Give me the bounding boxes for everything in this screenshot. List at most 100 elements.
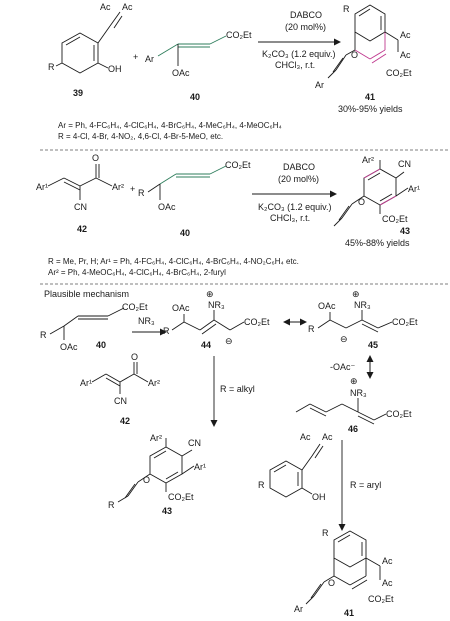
atom-o: O [131, 352, 138, 362]
atom-co2et: CO₂Et [168, 492, 194, 502]
compound-label-43: 43 [400, 226, 410, 236]
charge-plus: ⊕ [350, 376, 358, 386]
atom-co2et: CO₂Et [386, 68, 412, 78]
atom-cn: CN [398, 159, 411, 169]
substituent-ar2-line: Ar² = Ph, 4-MeOC₆H₄, 4-ClC₆H₄, 4-BrC₆H₄,… [48, 268, 226, 277]
conditions-solvent: CHCl₃, r.t. [275, 60, 315, 70]
atom-r: R [343, 4, 350, 14]
atom-o: O [92, 153, 99, 163]
compound-39: Ac Ac R OH 39 [48, 2, 133, 98]
atom-ar1: Ar¹ [36, 182, 48, 192]
compound-label-45: 45 [368, 340, 378, 350]
mech-compound-39: Ac Ac R OH [258, 432, 333, 502]
mech-compound-45: R OAc ⊕ NR₃ CO₂Et ⊖ 45 [308, 289, 418, 350]
atom-ar: Ar [145, 54, 154, 64]
yield-range: 30%-95% yields [338, 104, 403, 114]
atom-oac: OAc [158, 202, 176, 212]
compound-label-42: 42 [77, 224, 87, 234]
mechanism: Plausible mechanism R OAc CO₂Et 40 NR₃ [40, 289, 418, 618]
substituent-r-line: R = Me, Pr, H; Ar¹ = Ph, 4-FC₆H₄, 4-ClC₆… [48, 257, 299, 266]
branch-alkyl: R = alkyl [220, 384, 255, 394]
mech-compound-40: R OAc CO₂Et 40 [40, 302, 148, 352]
substituent-r-line: R = 4-Cl, 4-Br, 4-NO₂, 4,6-Cl, 4-Br-5-Me… [58, 132, 223, 141]
product-43: Ar² CN Ar¹ O CO₂Et 43 45%-88% yields [333, 155, 420, 248]
reagent-dabco: DABCO [283, 162, 315, 172]
compound-label-39: 39 [73, 88, 83, 98]
atom-oac: OAc [60, 342, 78, 352]
atom-co2et: CO₂Et [386, 409, 412, 419]
mechanism-title: Plausible mechanism [44, 289, 129, 299]
atom-nr3: NR₃ [350, 388, 367, 398]
atom-ar2: Ar² [112, 182, 124, 192]
atom-ar2: Ar² [148, 378, 160, 388]
compound-label-40: 40 [190, 92, 200, 102]
atom-ac: Ac [100, 2, 111, 12]
atom-o: O [143, 475, 150, 485]
atom-oac: OAc [318, 301, 336, 311]
atom-ac: Ac [400, 50, 411, 60]
scheme-1: Ac Ac R OH 39 + Ar OAc CO₂Et 40 DABCO (2… [48, 2, 412, 141]
yield-range: 45%-88% yields [345, 238, 410, 248]
atom-oh: OH [312, 492, 326, 502]
charge-minus: ⊖ [340, 334, 348, 344]
plus-sign: + [133, 52, 138, 62]
branch-aryl: R = aryl [350, 480, 381, 490]
compound-label-41: 41 [344, 608, 354, 618]
atom-ac: Ac [322, 432, 333, 442]
reagent-loading: (20 mol%) [285, 22, 326, 32]
compound-label-40: 40 [96, 340, 106, 350]
atom-r: R [48, 62, 55, 72]
atom-r: R [40, 330, 47, 340]
charge-plus: ⊕ [206, 289, 214, 299]
atom-ac: Ac [122, 2, 133, 12]
compound-label-46: 46 [348, 424, 358, 434]
atom-co2et: CO₂Et [382, 214, 408, 224]
atom-oh: OH [108, 64, 122, 74]
conditions-base: K₂CO₃ (1.2 equiv.) [258, 202, 332, 212]
compound-label-43: 43 [162, 506, 172, 516]
atom-ac: Ac [382, 578, 393, 588]
compound-label-40: 40 [180, 228, 190, 238]
conditions-solvent: CHCl₃, r.t. [270, 213, 310, 223]
compound-40: Ar OAc CO₂Et 40 [145, 30, 252, 102]
atom-o: O [328, 578, 335, 588]
scheme-2: Ar¹ O Ar² CN 42 + R OAc CO₂Et 40 DABCO (… [36, 153, 420, 277]
atom-co2et: CO₂Et [392, 317, 418, 327]
compound-label-41: 41 [365, 92, 375, 102]
atom-co2et: CO₂Et [368, 594, 394, 604]
atom-r: R [163, 326, 170, 336]
atom-ar1: Ar¹ [80, 378, 92, 388]
mech-compound-43: Ar² CN Ar¹ O CO₂Et R 43 [108, 433, 206, 516]
acetate-loss: -OAc⁻ [330, 362, 356, 372]
atom-r: R [308, 324, 315, 334]
atom-r: R [138, 188, 145, 198]
atom-cn: CN [188, 438, 201, 448]
compound-42: Ar¹ O Ar² CN 42 [36, 153, 124, 234]
atom-ac: Ac [300, 432, 311, 442]
charge-plus: ⊕ [352, 289, 360, 299]
plus-sign: + [130, 184, 135, 194]
mech-compound-46: ⊕ NR₃ CO₂Et 46 [295, 376, 412, 434]
atom-nr3: NR₃ [354, 300, 371, 310]
atom-ar2: Ar² [362, 155, 374, 165]
substituent-ar-line: Ar = Ph, 4-FC₆H₄, 4-ClC₆H₄, 4-BrC₆H₄, 4-… [58, 121, 282, 130]
atom-cn: CN [74, 202, 87, 212]
atom-ar: Ar [315, 80, 324, 90]
atom-ar2: Ar² [150, 433, 162, 443]
atom-co2et: CO₂Et [225, 160, 251, 170]
product-41: R O Ac Ac CO₂Et Ar 41 30%-95% yields [315, 4, 412, 114]
conditions-base: K₂CO₃ (1.2 equiv.) [262, 49, 336, 59]
mech-compound-41: R O Ac Ac CO₂Et Ar 41 [294, 528, 394, 618]
atom-ac: Ac [400, 30, 411, 40]
mech-compound-44: R OAc ⊕ NR₃ CO₂Et ⊖ 44 [163, 289, 270, 350]
atom-o: O [351, 50, 358, 60]
atom-oac: OAc [172, 303, 190, 313]
atom-o: O [358, 197, 365, 207]
atom-co2et: CO₂Et [226, 30, 252, 40]
atom-co2et: CO₂Et [244, 317, 270, 327]
atom-co2et: CO₂Et [122, 302, 148, 312]
atom-nr3: NR₃ [208, 300, 225, 310]
atom-ar: Ar [294, 604, 303, 614]
atom-ac: Ac [382, 556, 393, 566]
